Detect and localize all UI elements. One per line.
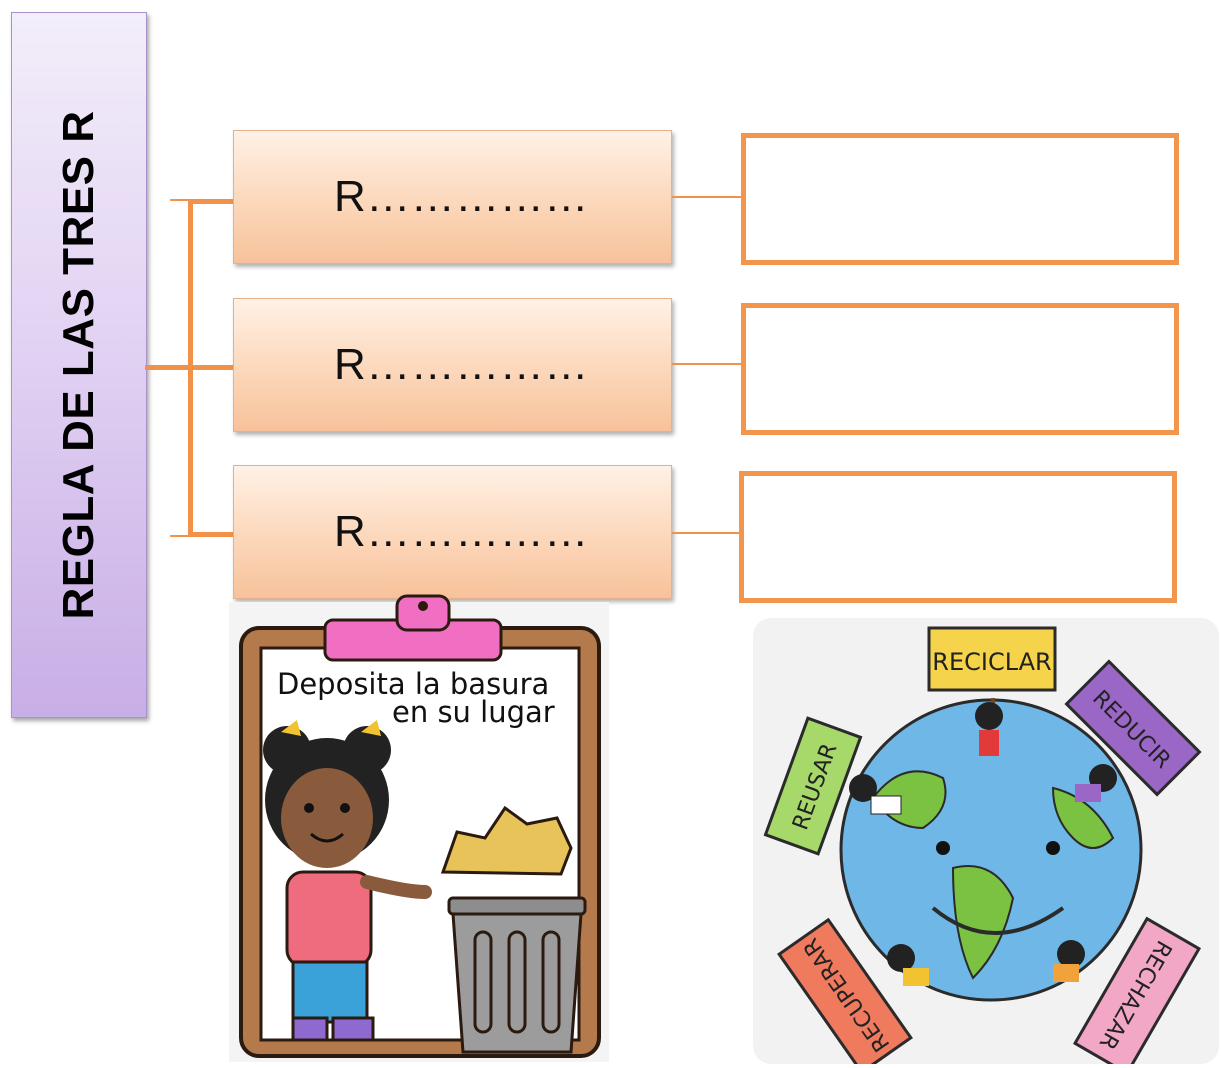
answer-box-1[interactable] xyxy=(741,133,1179,265)
link-2 xyxy=(672,363,741,365)
sign-reciclar: RECICLAR xyxy=(927,626,1057,718)
connector-bracket xyxy=(188,199,193,536)
r-box-2: R…………… xyxy=(233,298,672,432)
answer-box-2[interactable] xyxy=(741,303,1179,435)
answer-box-3[interactable] xyxy=(739,471,1177,603)
kids-figures xyxy=(849,702,1117,986)
link-1 xyxy=(672,196,741,198)
r-box-3: R…………… xyxy=(233,465,672,599)
connector-branch-1 xyxy=(188,199,233,204)
clipboard-illustration: Deposita la basura en su lugar xyxy=(229,594,609,1062)
clipboard-caption-2: en su lugar xyxy=(392,695,555,729)
r-box-1: R…………… xyxy=(233,130,672,264)
diagram-title: REGLA DE LAS TRES R xyxy=(54,110,103,620)
clipboard-caption-1: Deposita la basura xyxy=(277,667,549,701)
globe-illustration: RECICLAR REDUCIR REUSAR RECUPERAR RECHAZ… xyxy=(753,618,1219,1064)
sign-text-reciclar: RECICLAR xyxy=(932,648,1051,676)
girl-figure xyxy=(263,720,432,1042)
r-label-2: R…………… xyxy=(334,340,589,389)
tick-top xyxy=(170,199,190,201)
tick-bottom xyxy=(170,535,190,537)
r-label-3: R…………… xyxy=(334,507,589,556)
connector-branch-3 xyxy=(188,532,233,537)
r-label-1: R…………… xyxy=(334,172,589,221)
trash-can xyxy=(440,805,587,1054)
sign-reducir: REDUCIR xyxy=(1064,659,1202,797)
title-box: REGLA DE LAS TRES R xyxy=(11,12,147,718)
link-3 xyxy=(672,532,741,534)
